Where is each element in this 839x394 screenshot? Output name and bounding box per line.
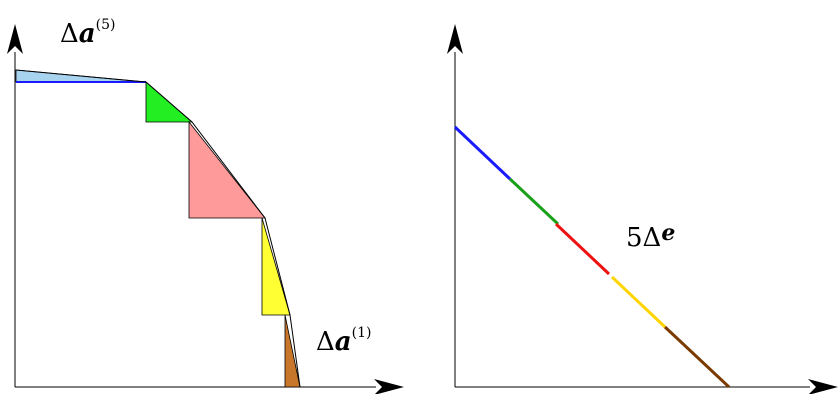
right-panel: 5Δe (447, 24, 838, 394)
segment-green (508, 177, 560, 226)
label-delta-a5: Δa(5) (60, 17, 115, 49)
brown-triangle (284, 314, 301, 388)
yellow-triangle (261, 217, 291, 316)
segment-red (554, 222, 611, 276)
label-five-delta-e: 5Δe (626, 220, 675, 253)
frontier-curve (15, 69, 301, 388)
segment-brown (663, 325, 731, 389)
segment-blue (453, 125, 512, 181)
pink-triangle (188, 120, 266, 219)
left-panel: Δa(5) Δa(1) (7, 17, 404, 394)
label-delta-a1: Δa(1) (316, 325, 371, 357)
segment-yellow (610, 275, 667, 329)
